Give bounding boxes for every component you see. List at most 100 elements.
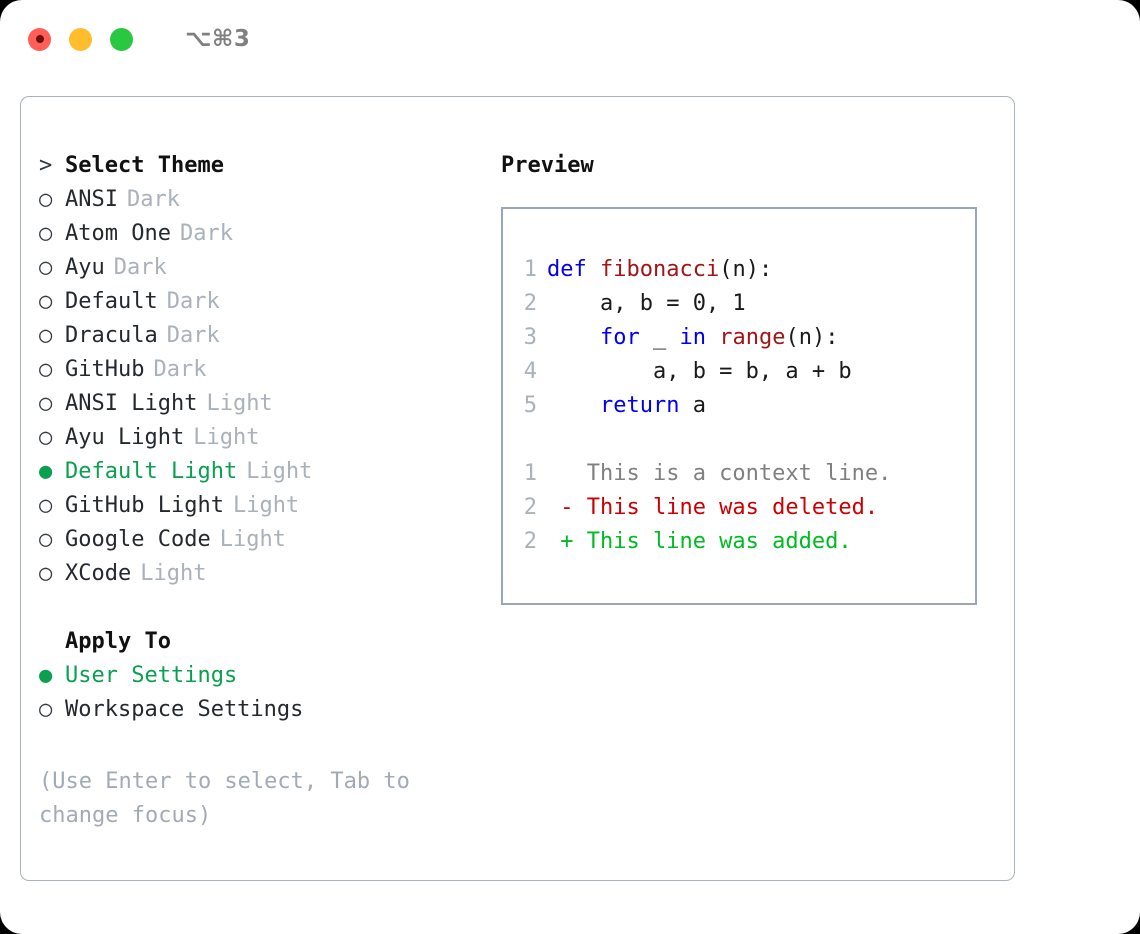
theme-category: Dark [126,187,180,212]
radio-selected-icon[interactable]: ● [39,663,53,688]
preview-title: Preview [501,153,594,178]
theme-option-xcode[interactable]: ○ XCode Light [39,557,479,591]
code-token: fibonacci [599,257,720,282]
apply-to-header: ○ Apply To [39,625,479,659]
apply-to-label: Workspace Settings [65,697,304,722]
close-button[interactable] [28,27,51,51]
preview-column: Preview 1 def fibonacci (n): 2 a, b = 0,… [501,149,1001,605]
theme-option-dracula-dark[interactable]: ○ Dracula Dark [39,319,479,353]
code-line: 1 def fibonacci (n): [503,253,975,287]
radio-unselected-icon[interactable]: ○ [39,697,53,722]
radio-unselected-icon[interactable]: ○ [39,357,53,382]
code-token: in [679,325,706,350]
theme-option-google-code[interactable]: ○ Google Code Light [39,523,479,557]
window-controls [28,27,133,51]
line-number: 2 [523,529,537,554]
code-line: 2 a, b = 0, 1 [503,287,975,321]
theme-name: Default [65,289,158,314]
theme-option-default-dark[interactable]: ○ Default Dark [39,285,479,319]
line-number: 1 [523,257,537,282]
theme-category: Light [140,561,207,586]
theme-name: GitHub Light [65,493,224,518]
code-token [547,321,600,355]
code-line: 4 a, b = b, a + b [503,355,975,389]
code-token: (n): [719,257,773,282]
theme-option-github-light[interactable]: ○ GitHub Light Light [39,489,479,523]
line-number: 4 [523,359,537,384]
code-token: a [679,393,706,418]
theme-option-ayu-dark[interactable]: ○ Ayu Dark [39,251,479,285]
theme-name: Default Light [65,459,238,484]
theme-list-column: > Select Theme ○ ANSI Dark ○ Atom One Da… [39,149,479,727]
theme-category: Light [219,527,286,552]
line-number: 2 [523,291,537,316]
diff-line-context: 1 This is a context line. [503,457,975,491]
theme-option-atom-one-dark[interactable]: ○ Atom One Dark [39,217,479,251]
code-token: return [599,393,680,418]
theme-name: ANSI Light [65,391,198,416]
theme-selector-panel: > Select Theme ○ ANSI Dark ○ Atom One Da… [20,96,1015,881]
spacer-icon: ○ [39,625,65,659]
theme-option-ayu-light[interactable]: ○ Ayu Light Light [39,421,479,455]
code-line: 5 return a [503,389,975,423]
theme-name: Atom One [65,221,171,246]
apply-to-label: User Settings [65,663,238,688]
keyboard-hint-text: (Use Enter to select, Tab to change focu… [39,769,410,828]
list-section-spacer [39,591,479,625]
radio-unselected-icon[interactable]: ○ [39,425,53,450]
radio-unselected-icon[interactable]: ○ [39,323,53,348]
apply-to-title: Apply To [65,629,171,654]
theme-name: GitHub [65,357,145,382]
radio-unselected-icon[interactable]: ○ [39,391,53,416]
diff-text: - This line was deleted. [547,495,879,520]
theme-category: Dark [153,357,207,382]
radio-unselected-icon[interactable]: ○ [39,493,53,518]
select-theme-title: Select Theme [65,153,224,178]
theme-category: Light [232,493,300,518]
radio-unselected-icon[interactable]: ○ [39,527,53,552]
code-token: a, b = 0, 1 [547,291,746,316]
radio-unselected-icon[interactable]: ○ [39,289,53,314]
code-token: def [547,257,600,282]
radio-unselected-icon[interactable]: ○ [39,561,53,586]
line-number: 3 [523,325,537,350]
code-token [706,321,719,355]
code-token: (n): [785,325,839,350]
maximize-button[interactable] [110,27,133,51]
prompt-caret-icon: > [39,153,53,178]
preview-box: 1 def fibonacci (n): 2 a, b = 0, 1 3 for [501,207,977,605]
minimize-button[interactable] [69,27,92,51]
apply-to-option-workspace-settings[interactable]: ○ Workspace Settings [39,693,479,727]
code-token: _ [639,325,680,350]
select-theme-header: > Select Theme [39,149,479,183]
diff-text: This is a context line. [547,461,892,486]
theme-option-github-dark[interactable]: ○ GitHub Dark [39,353,479,387]
theme-option-ansi-light[interactable]: ○ ANSI Light Light [39,387,479,421]
theme-option-ansi-dark[interactable]: ○ ANSI Dark [39,183,479,217]
code-token: range [719,325,786,350]
radio-unselected-icon[interactable]: ○ [39,255,53,280]
radio-selected-icon[interactable]: ● [39,459,53,484]
diff-line-added: 2 + This line was added. [503,525,975,559]
theme-option-default-light[interactable]: ● Default Light Light [39,455,479,489]
theme-name: XCode [65,561,132,586]
diff-text: + This line was added. [547,529,852,554]
theme-category: Light [193,425,260,450]
diff-line-deleted: 2 - This line was deleted. [503,491,975,525]
apply-to-option-user-settings[interactable]: ● User Settings [39,659,479,693]
theme-category: Dark [179,221,233,246]
theme-category: Dark [113,255,167,280]
radio-unselected-icon[interactable]: ○ [39,187,53,212]
line-number: 5 [523,393,537,418]
theme-name: Ayu [65,255,105,280]
theme-category: Light [206,391,273,416]
line-number: 2 [523,495,537,520]
theme-name: ANSI [65,187,118,212]
code-token: a, b = b, a + b [547,359,852,384]
code-spacer [503,423,975,457]
radio-unselected-icon[interactable]: ○ [39,221,53,246]
theme-category: Light [246,459,313,484]
title-bar: ⌥⌘3 [0,0,1140,78]
code-token [547,389,600,423]
